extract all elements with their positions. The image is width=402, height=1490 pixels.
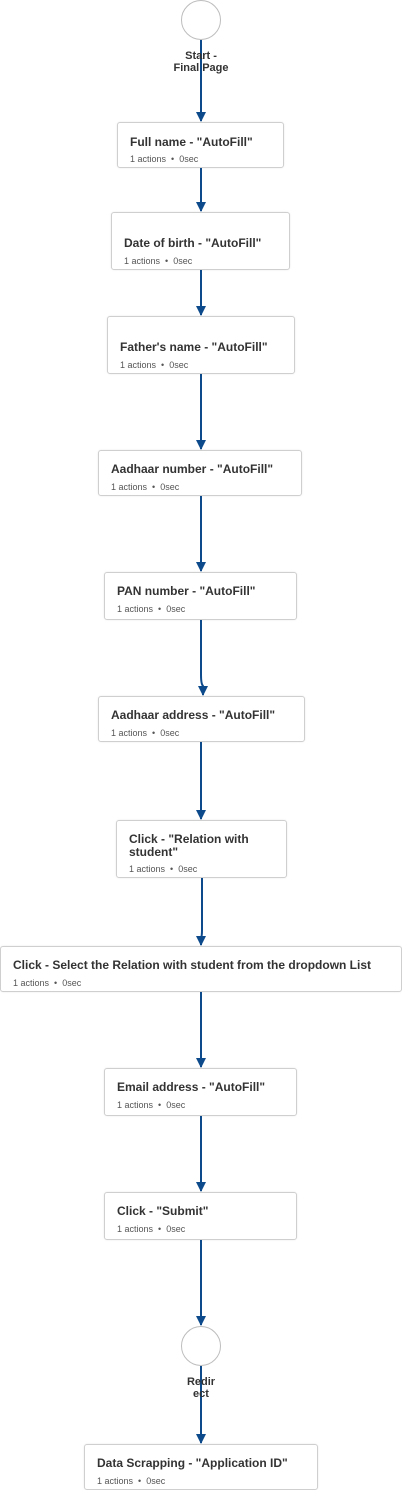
step-duration: 0sec [179,154,199,164]
step-title: Date of birth - "AutoFill" [124,236,262,250]
step-meta: 1 actions • 0sec [130,154,198,164]
separator-dot: • [158,1100,162,1110]
step-title: Click - "Submit" [117,1204,209,1218]
step-actions: 1 actions [120,360,157,370]
step-pan-number[interactable]: PAN number - "AutoFill" 1 actions • 0sec [104,572,297,620]
separator-dot: • [152,728,156,738]
step-title: Aadhaar number - "AutoFill" [111,462,274,476]
step-title: Full name - "AutoFill" [130,135,253,149]
step-title: Aadhaar address - "AutoFill" [111,708,276,722]
step-select-relation-dropdown[interactable]: Click - Select the Relation with student… [0,946,402,992]
step-meta: 1 actions • 0sec [129,864,197,874]
step-meta: 1 actions • 0sec [13,978,81,988]
start-node[interactable] [181,0,221,40]
step-duration: 0sec [166,1100,186,1110]
separator-dot: • [165,256,169,266]
step-date-of-birth[interactable]: Date of birth - "AutoFill" 1 actions • 0se… [111,212,290,270]
step-actions: 1 actions [117,1224,154,1234]
step-data-scrapping[interactable]: Data Scrapping - "Application ID" 1 acti… [84,1444,318,1490]
step-meta: 1 actions • 0sec [111,728,179,738]
step-meta: 1 actions • 0sec [117,604,185,614]
step-title: Click - Select the Relation with student… [13,958,372,972]
step-meta: 1 actions • 0sec [120,360,188,370]
step-title: Data Scrapping - "Application ID" [97,1456,288,1470]
step-duration: 0sec [178,864,198,874]
step-aadhaar-number[interactable]: Aadhaar number - "AutoFill" 1 actions • 0s… [98,450,302,496]
step-actions: 1 actions [111,728,148,738]
step-click-relation-with-student[interactable]: Click - "Relation with student" 1 action… [116,820,287,878]
step-duration: 0sec [173,256,193,266]
step-full-name[interactable]: Full name - "AutoFill" 1 actions • 0sec [117,122,284,168]
step-meta: 1 actions • 0sec [117,1100,185,1110]
separator-dot: • [138,1476,142,1486]
connector-step-5-to-step-6 [198,620,208,696]
step-email-address[interactable]: Email address - "AutoFill" 1 actions • 0se… [104,1068,297,1116]
step-fathers-name[interactable]: Father's name - "AutoFill" 1 actions • 0se… [107,316,295,374]
step-duration: 0sec [166,1224,186,1234]
separator-dot: • [54,978,58,988]
step-meta: 1 actions • 0sec [97,1476,165,1486]
step-aadhaar-address[interactable]: Aadhaar address - "AutoFill" 1 actions • 0… [98,696,305,742]
step-duration: 0sec [160,728,180,738]
step-meta: 1 actions • 0sec [117,1224,185,1234]
connector-step-7-to-step-8 [196,878,206,946]
separator-dot: • [158,1224,162,1234]
step-meta: 1 actions • 0sec [111,482,179,492]
step-duration: 0sec [169,360,189,370]
step-actions: 1 actions [111,482,148,492]
separator-dot: • [152,482,156,492]
step-actions: 1 actions [13,978,50,988]
separator-dot: • [158,604,162,614]
step-title: Click - "Relation with student" [129,832,249,859]
separator-dot: • [170,864,174,874]
step-title: Email address - "AutoFill" [117,1080,266,1094]
redirect-node-label: Redirect [186,1376,216,1400]
step-actions: 1 actions [97,1476,134,1486]
start-node-label: Start - Final Page [173,50,229,74]
separator-dot: • [161,360,165,370]
step-actions: 1 actions [129,864,166,874]
separator-dot: • [171,154,175,164]
step-duration: 0sec [166,604,186,614]
step-duration: 0sec [62,978,82,988]
step-duration: 0sec [160,482,180,492]
step-title: PAN number - "AutoFill" [117,584,256,598]
step-actions: 1 actions [130,154,167,164]
step-actions: 1 actions [117,604,154,614]
step-duration: 0sec [146,1476,166,1486]
step-actions: 1 actions [117,1100,154,1110]
step-title: Father's name - "AutoFill" [120,340,268,354]
step-meta: 1 actions • 0sec [124,256,192,266]
step-actions: 1 actions [124,256,161,266]
step-click-submit[interactable]: Click - "Submit" 1 actions • 0sec [104,1192,297,1240]
redirect-node[interactable] [181,1326,221,1366]
